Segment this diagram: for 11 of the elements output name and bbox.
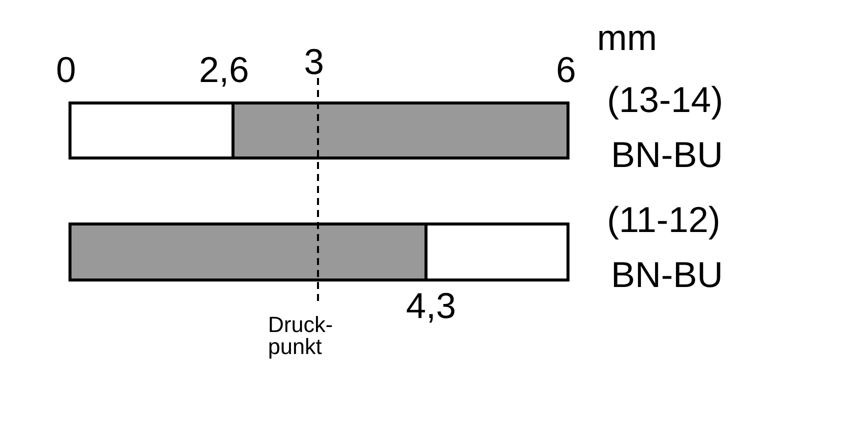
dimension-label: (11-12) — [607, 202, 720, 238]
dimension-label: (13-14) — [607, 82, 724, 118]
dimension-label: 2,6 — [199, 52, 250, 88]
dimension-label: 4,3 — [406, 288, 456, 324]
dimension-label: 6 — [556, 52, 576, 88]
pressure-point-label: Druck- punkt — [268, 314, 334, 358]
dimension-label: BN-BU — [611, 257, 724, 293]
dimension-label: mm — [597, 20, 657, 56]
dimension-label: 0 — [56, 52, 76, 88]
dimension-label: 3 — [304, 44, 324, 80]
dimension-label: BN-BU — [611, 137, 724, 173]
